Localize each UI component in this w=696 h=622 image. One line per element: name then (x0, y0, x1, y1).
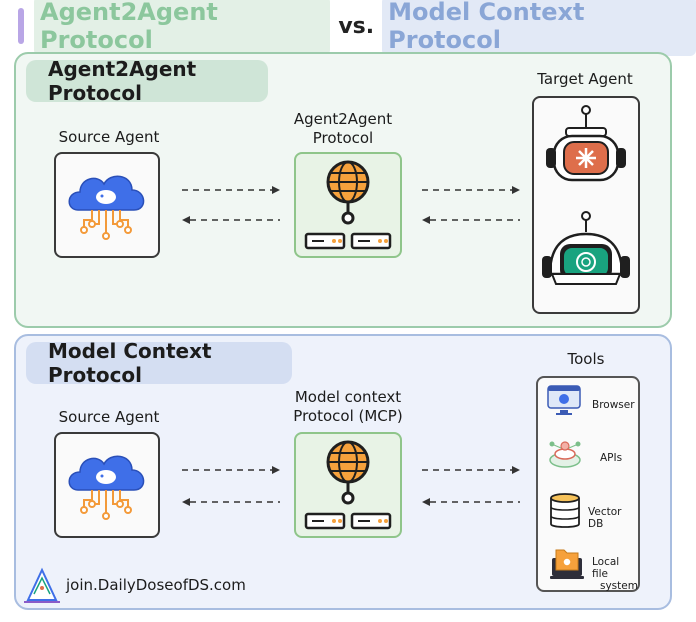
tool-label-vector-db: Vector DB (588, 506, 622, 530)
globe-server-icon (304, 440, 392, 530)
a2a-source-caption: Source Agent (58, 128, 160, 146)
a2a-panel: Agent2Agent Protocol Source Agent Agent2… (14, 52, 672, 328)
title-vs: vs. (338, 13, 375, 39)
tool-label-local-file-system: Local file system (592, 556, 638, 592)
title-accent-bar (18, 8, 24, 44)
a2a-source-agent-box (54, 152, 160, 258)
target-agents-icons (542, 105, 630, 285)
mcp-panel-label: Model Context Protocol (26, 339, 292, 387)
a2a-target-caption: Target Agent (537, 70, 633, 88)
tool-label-local-file-line1: Local file (592, 556, 620, 580)
mcp-arrows-left (182, 466, 280, 506)
cloud-agent-icon (68, 455, 145, 520)
tool-label-browser: Browser (592, 399, 635, 411)
openai-robot-icon (542, 211, 630, 285)
mcp-source-agent-box (54, 432, 160, 538)
folder-icon (550, 549, 584, 579)
database-icon (550, 493, 580, 528)
a2a-protocol-box (294, 152, 402, 258)
mcp-source-caption: Source Agent (58, 408, 160, 426)
a2a-target-agent-box (532, 96, 640, 314)
title-mcp: Model Context Protocol (382, 0, 696, 56)
page-title: Agent2Agent Protocol vs. Model Context P… (34, 0, 696, 56)
mcp-protocol-caption-line2: Protocol (MCP) (293, 407, 403, 425)
browser-icon (547, 385, 581, 415)
cloud-agent-icon (68, 175, 145, 240)
title-a2a: Agent2Agent Protocol (34, 0, 331, 56)
mcp-protocol-caption: Model context Protocol (MCP) (278, 388, 418, 426)
a2a-panel-label: Agent2Agent Protocol (26, 57, 268, 105)
mcp-tools-box: Browser APIs Vector DB Local file (536, 376, 640, 592)
tool-label-apis: APIs (600, 452, 623, 464)
mcp-protocol-box (294, 432, 402, 538)
a2a-arrows-left (182, 186, 280, 224)
a2a-protocol-caption-line1: Agent2Agent (293, 110, 393, 128)
claude-robot-icon (546, 105, 626, 182)
tool-label-local-file-line2: system (600, 580, 638, 592)
mcp-arrows-right (422, 466, 520, 506)
api-icon (549, 441, 581, 468)
dailydoseofds-logo-icon (24, 567, 60, 603)
mcp-tools-caption: Tools (567, 350, 605, 368)
a2a-arrows-right (422, 186, 520, 224)
globe-server-icon (304, 160, 392, 250)
a2a-protocol-caption: Agent2Agent Protocol (278, 110, 408, 148)
mcp-protocol-caption-line1: Model context (294, 388, 402, 406)
a2a-protocol-caption-line2: Protocol (312, 129, 374, 147)
mcp-panel: Model Context Protocol Source Agent Mode… (14, 334, 672, 610)
footer-link[interactable]: join.DailyDoseofDS.com (66, 576, 246, 594)
